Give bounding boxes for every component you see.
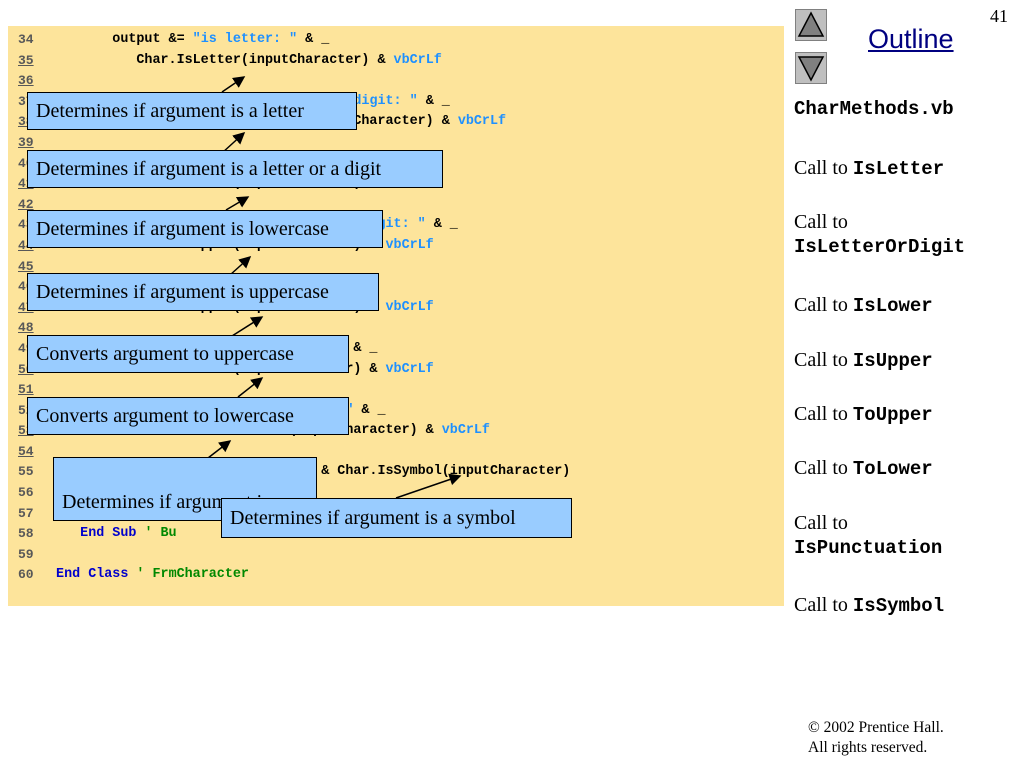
code-token: vbCrLf [385,361,434,377]
code-token: ' FrmCharacter [136,567,249,583]
outline-link[interactable]: Outline [868,24,954,54]
line-number: 58 [18,526,34,542]
code-line: 35 Char.IsLetter(inputCharacter) & vbCrL… [18,51,784,72]
code-line: 51 [18,380,784,401]
call-label: Call to [794,294,853,316]
previous-slide-button[interactable] [795,9,827,41]
callout-islower: Determines if argument is lowercase [27,210,383,248]
code-token: & _ [425,217,458,233]
call-label: Call to [794,403,853,425]
line-number: 34 [18,32,34,47]
method-name: ToUpper [852,404,933,426]
code-token: vbCrLf [457,114,507,130]
callout-ispunctuation: Determines if argument is a punctuation … [53,457,317,521]
copyright-line-1: © 2002 Prentice Hall. [808,719,944,736]
code-token: ' Bu [144,526,177,542]
copyright-line-2: All rights reserved. [808,739,928,756]
code-token: output &= [48,32,193,47]
code-line: 60 End Class ' FrmCharacter [18,565,784,586]
code-token: "is letter: " [192,32,298,47]
callout-ispunctuation-text: Determines if argument is a punctuation … [62,491,270,520]
call-label: Call to [794,211,848,233]
callout-toupper: Converts argument to uppercase [27,335,349,373]
outline-call-item: Call to IsSymbol [794,593,944,618]
call-label: Call to [794,457,853,479]
triangle-up-icon [797,11,825,37]
call-label: Call to [794,594,853,616]
line-number: 55 [18,464,34,480]
code-token: vbCrLf [385,237,434,253]
call-label: Call to [794,512,848,534]
method-name: IsLetter [852,158,945,180]
method-name: IsLetterOrDigit [794,236,966,258]
code-line: 59 [18,545,784,566]
code-token: vbCrLf [441,423,490,439]
line-number: 35 [18,52,34,68]
code-line: 42 [18,195,784,216]
line-number: 45 [18,258,34,274]
callout-issymbol: Determines if argument is a symbol [221,498,572,538]
callout-tolower: Converts argument to lowercase [27,397,349,435]
code-text: End Class ' FrmCharacter [48,565,249,586]
code-line: 34 output &= "is letter: " & _ [18,30,784,51]
code-line: 58 End Sub ' Bu [18,524,784,545]
outline-call-item: Call to IsUpper [794,348,933,373]
code-line: 45 [18,257,784,278]
outline-call-item: Call to IsLetterOrDigit [794,210,965,259]
callout-isletter: Determines if argument is a letter [27,92,357,130]
outline-call-item: Call to IsLetter [794,156,944,181]
code-line: 56 [18,483,784,504]
code-token: & _ [345,340,378,356]
code-token: End Class [56,567,129,583]
method-name: ToLower [852,458,933,480]
line-number: 54 [18,443,34,459]
method-name: IsLower [852,295,933,317]
outline-call-item: Call to IsLower [794,293,933,318]
outline-call-item: Call to ToLower [794,456,933,481]
code-token: & _ [417,93,450,109]
copyright: © 2002 Prentice Hall. All rights reserve… [808,718,944,758]
callout-isupper: Determines if argument is uppercase [27,273,379,311]
code-token [48,567,56,582]
next-slide-button[interactable] [795,52,827,84]
outline-call-item: Call to ToUpper [794,402,933,427]
line-number: 42 [18,196,34,212]
line-number: 36 [18,73,34,89]
code-token: End Sub [80,526,137,542]
code-text: End Sub ' Bu [48,524,177,545]
code-token: vbCrLf [393,52,442,68]
file-name: CharMethods.vb [794,98,954,120]
line-number: 48 [18,320,34,336]
line-number: 39 [18,134,34,150]
line-number: 51 [18,382,34,398]
page-number: 41 [990,6,1008,26]
method-name: IsSymbol [852,595,945,617]
code-line: 39 [18,133,784,154]
line-number: 59 [18,546,34,562]
line-number: 57 [18,505,34,521]
code-token: & Char.IsSymbol(inputCharacter) [313,464,571,480]
code-line: 36 [18,71,784,92]
code-token: & _ [353,402,386,418]
callout-isletterordigit: Determines if argument is a letter or a … [27,150,443,188]
code-line: 54 [18,442,784,463]
code-token: vbCrLf [385,299,434,315]
line-number: 60 [18,567,34,583]
call-label: Call to [794,349,853,371]
line-number: 56 [18,485,34,501]
code-line: 48 [18,318,784,339]
call-label: Call to [794,157,853,179]
code-token: Char.IsLetter(inputCharacter) & [48,52,394,68]
code-token: & _ [297,32,330,47]
method-name: IsUpper [852,350,933,372]
method-name: IsPunctuation [794,537,943,559]
code-token [48,526,80,541]
code-text: output &= "is letter: " & _ [48,30,329,51]
triangle-down-icon [797,56,825,82]
outline-call-item: Call to IsPunctuation [794,511,942,560]
code-line: 57 [18,504,784,525]
code-text: Char.IsLetter(inputCharacter) & vbCrLf [48,51,442,72]
